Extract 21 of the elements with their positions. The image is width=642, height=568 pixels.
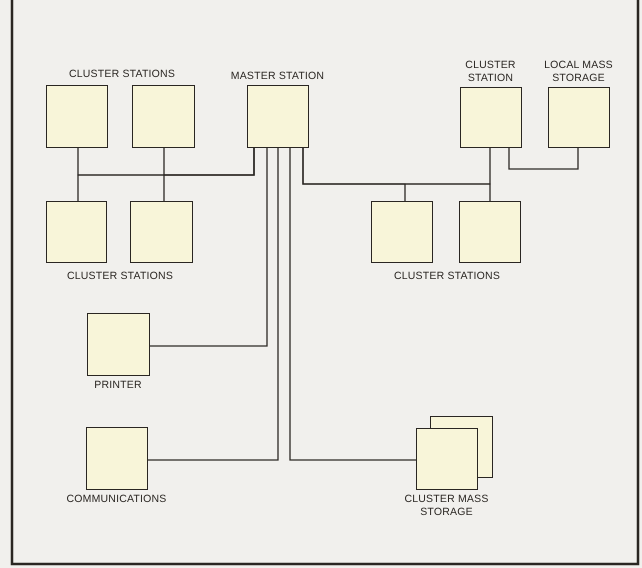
group-label: CLUSTER STATIONS <box>392 270 502 283</box>
station-box <box>130 201 193 263</box>
group-label: CLUSTER STATIONS <box>66 270 174 283</box>
connector-line <box>148 148 279 461</box>
station-box <box>371 201 433 263</box>
connector-line <box>289 148 416 461</box>
box-label: LOCAL MASS STORAGE <box>543 59 614 85</box>
connector-line <box>508 148 579 170</box>
connector-line <box>163 148 255 201</box>
connector-line <box>302 148 406 201</box>
box-label: MASTER STATION <box>230 70 326 83</box>
group-label: CLUSTER STATIONS <box>68 68 176 81</box>
station-box <box>459 201 521 263</box>
station-box <box>46 85 108 148</box>
box-label: PRINTER <box>93 379 143 392</box>
box-label: CLUSTER MASS STORAGE <box>403 493 490 519</box>
box-label: CLUSTER STATION <box>464 59 517 85</box>
station-box <box>46 201 107 263</box>
box-label: COMMUNICATIONS <box>65 493 168 506</box>
station-box <box>132 85 195 148</box>
connector-line <box>150 148 268 347</box>
